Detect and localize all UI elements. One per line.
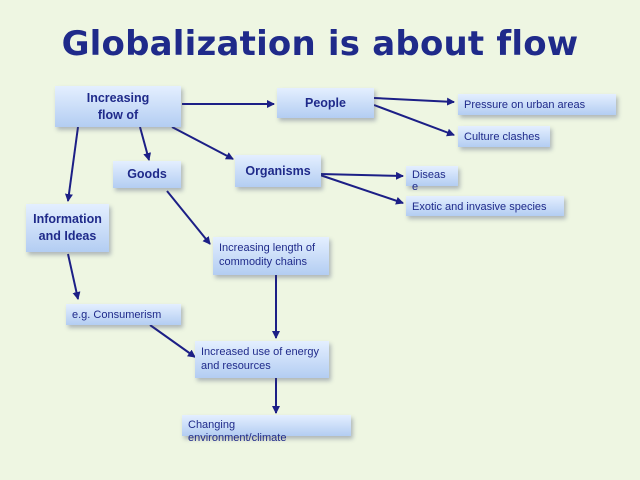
node-information-ideas: Information and Ideas <box>26 204 109 252</box>
node-culture-clashes-label: Culture clashes <box>464 131 540 143</box>
node-exotic-species: Exotic and invasive species <box>406 196 564 216</box>
arrow-people-to-culture <box>373 104 455 137</box>
arrow-organisms-to-disease <box>319 171 404 180</box>
arrow-increasing-to-organisms <box>171 126 234 160</box>
node-changing-climate: Changing environment/climate <box>182 415 351 444</box>
node-information-ideas-label: Information and Ideas <box>33 212 102 243</box>
node-increasing-flow-label: Increasing flow of <box>86 90 150 122</box>
node-disease: Diseas e <box>406 166 458 193</box>
node-energy-resources: Increased use of energy and resources <box>195 341 329 378</box>
node-commodity-chains: Increasing length of commodity chains <box>213 237 329 275</box>
arrow-people-to-pressure <box>373 97 455 106</box>
node-organisms: Organisms <box>235 155 321 187</box>
node-exotic-species-label: Exotic and invasive species <box>412 201 547 213</box>
node-consumerism-label: e.g. Consumerism <box>72 309 162 321</box>
node-energy-resources-label: Increased use of energy and resources <box>201 346 320 372</box>
node-culture-clashes: Culture clashes <box>458 126 550 147</box>
node-goods-label: Goods <box>127 167 167 181</box>
node-organisms-label: Organisms <box>245 163 311 178</box>
node-goods: Goods <box>113 161 181 188</box>
arrow-info-to-consumerism <box>67 253 81 300</box>
node-commodity-chains-label: Increasing length of commodity chains <box>219 242 316 268</box>
node-people: People <box>277 88 374 118</box>
arrow-increasing-to-goods <box>139 126 152 161</box>
node-changing-climate-label: Changing environment/climate <box>188 419 287 444</box>
node-increasing-flow: Increasing flow of <box>55 86 181 127</box>
node-disease-label: Diseas e <box>412 169 446 193</box>
node-consumerism: e.g. Consumerism <box>66 304 181 325</box>
node-people-label: People <box>305 95 346 110</box>
arrow-increasing-to-info <box>64 126 79 202</box>
node-pressure-urban: Pressure on urban areas <box>458 94 616 115</box>
slide-title: Globalization is about flow <box>61 24 579 64</box>
node-pressure-urban-label: Pressure on urban areas <box>464 99 586 111</box>
arrow-goods-to-commodity <box>166 190 211 245</box>
arrow-consumerism-to-energy <box>149 324 196 358</box>
arrow-organisms-to-exotic <box>319 174 404 205</box>
